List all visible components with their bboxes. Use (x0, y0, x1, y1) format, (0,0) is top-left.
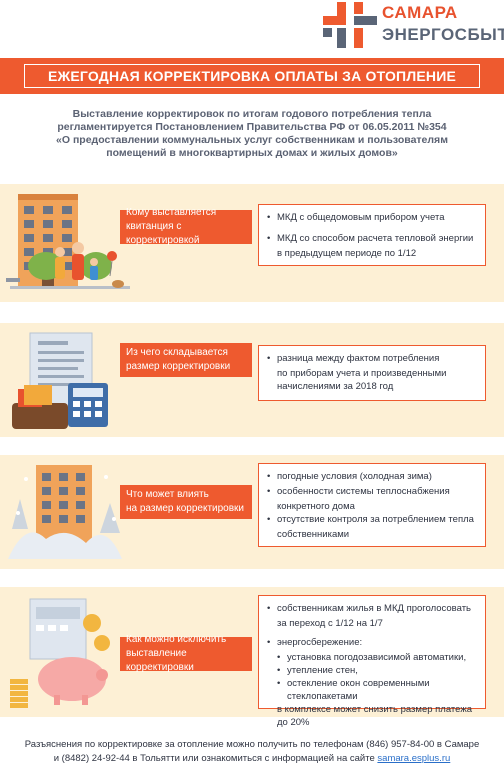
footer-text: и (8482) 24-92-44 в Тольятти или ознаком… (53, 753, 375, 764)
building-winter-snow-icon (8, 465, 122, 559)
question-line: квитанция с корректировкой (126, 221, 200, 246)
intro-line: регламентируется Постановлением Правител… (57, 121, 447, 133)
section-composition: Из чего складывается размер корректировк… (0, 323, 504, 437)
answer-item: МКД с общедомовым прибором учета (267, 211, 477, 224)
answer-box: собственникам жилья в МКД проголосовать … (258, 595, 486, 728)
brand-name-line2: ЭНЕРГОСБЫТ (382, 25, 504, 44)
answer-continuation: конкретного дома (277, 501, 355, 512)
intro-line: «О предоставлении коммунальных услуг соб… (56, 134, 448, 146)
answer-continuation: за переход с 1/12 на 1/7 (277, 618, 383, 629)
answer-item: особенности системы теплоснабжения (267, 485, 477, 498)
answer-continuation: по приборам учета и произведенными (277, 368, 447, 379)
answer-continuation: в комплексе может снизить размер платежа… (277, 704, 472, 728)
brand-name: САМАРА ЭНЕРГОСБЫТ (382, 2, 504, 46)
answer-box: МКД с общедомовым прибором учета МКД со … (258, 204, 486, 266)
question-line: выставление корректировки (126, 648, 194, 673)
footer-line: Разъяснения по корректировке за отоплени… (24, 739, 480, 750)
title-banner: ЕЖЕГОДНАЯ КОРРЕКТИРОВКА ОПЛАТЫ ЗА ОТОПЛЕ… (0, 58, 504, 94)
brand-name-line1: САМАРА (382, 3, 458, 22)
answer-item: собственникам жилья в МКД проголосовать (267, 602, 477, 615)
header: САМАРА ЭНЕРГОСБЫТ (0, 0, 504, 55)
question-box: Кому выставляется квитанция с корректиро… (120, 207, 252, 246)
intro-line: помещений в многоквартирных домах и жилы… (106, 147, 398, 159)
website-link[interactable]: samara.esplus.ru (377, 753, 451, 764)
answer-subitem: установка погодозависимой автоматики, (267, 651, 477, 664)
question-box: Что может влиять на размер корректировки (120, 485, 252, 519)
section-factors: Что может влиять на размер корректировки… (0, 455, 504, 569)
intro-text: Выставление корректировок по итогам годо… (30, 108, 474, 160)
piggy-bank-coins-icon (10, 598, 110, 708)
answer-item: энергосбережение: (267, 636, 477, 649)
bill-calculator-wallet-icon (12, 332, 108, 429)
title-frame: ЕЖЕГОДНАЯ КОРРЕКТИРОВКА ОПЛАТЫ ЗА ОТОПЛЕ… (24, 64, 480, 88)
section-who: Кому выставляется квитанция с корректиро… (0, 184, 504, 302)
answer-subitem: утепление стен, (267, 664, 477, 677)
question-line: Что может влиять (126, 489, 209, 500)
footer: Разъяснения по корректировке за отоплени… (20, 738, 484, 766)
answer-item: отсутствие контроля за потреблением тепл… (267, 513, 477, 526)
answer-subitem: остекление окон современными стеклопакет… (267, 677, 477, 703)
question-line: размер корректировки (126, 361, 231, 372)
section-prevention: Как можно исключить выставление корректи… (0, 587, 504, 728)
question-line: Как можно исключить (126, 634, 227, 645)
apartment-building-family-icon (6, 194, 130, 289)
question-line: на размер корректировки (126, 503, 245, 514)
question-box: Как можно исключить выставление корректи… (120, 634, 252, 673)
question-line: Из чего складывается (126, 347, 228, 358)
brand-logo-icon (323, 2, 377, 48)
answer-continuation: начислениями за 2018 год (277, 381, 394, 392)
page-title: ЕЖЕГОДНАЯ КОРРЕКТИРОВКА ОПЛАТЫ ЗА ОТОПЛЕ… (47, 68, 456, 84)
answer-box: погодные условия (холодная зима) особенн… (258, 463, 486, 547)
question-line: Кому выставляется (126, 207, 217, 218)
answer-item: разница между фактом потребления (267, 352, 477, 365)
footer-line: и (8482) 24-92-44 в Тольятти или ознаком… (20, 752, 484, 766)
answer-continuation: в предыдущем периоде по 1/12 (277, 248, 417, 259)
question-box: Из чего складывается размер корректировк… (120, 343, 252, 377)
answer-box: разница между фактом потребления по приб… (258, 345, 486, 401)
answer-item: погодные условия (холодная зима) (267, 470, 477, 483)
intro-line: Выставление корректировок по итогам годо… (72, 108, 432, 120)
answer-item: МКД со способом расчета тепловой энергии (267, 232, 477, 245)
answer-continuation: собственниками (277, 529, 350, 540)
answer-item-text: МКД со способом расчета тепловой энергии (277, 233, 474, 244)
